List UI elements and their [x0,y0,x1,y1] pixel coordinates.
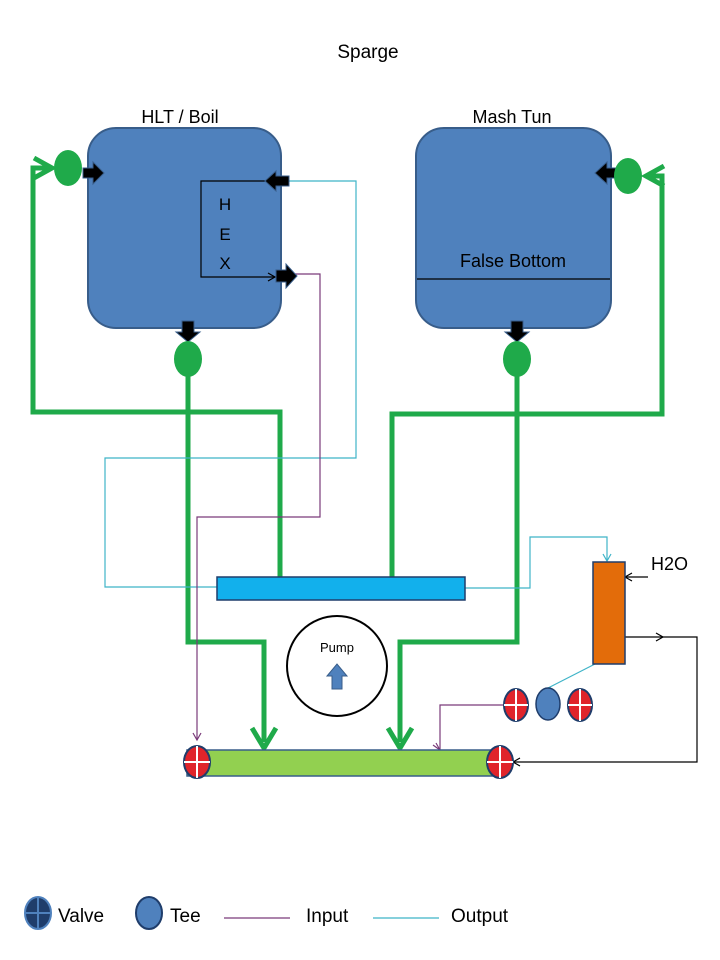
assembly-right-valve[interactable] [567,688,593,722]
heater-out-arrowhead [655,632,665,642]
assembly-left-valve[interactable] [503,688,529,722]
sparge-output-line [465,536,608,589]
hex-input-line [196,273,321,740]
hex-letter-e: E [219,225,230,244]
manifold-left-valve[interactable] [183,745,211,779]
mash-outlet-pipe [397,375,520,742]
legend-input-label: Input [306,906,349,927]
hex-letter-x: X [219,254,230,273]
mash-flow-arrowhead [385,726,415,753]
heater-to-manifold-line [512,636,698,763]
legend-tee-label: Tee [170,906,201,927]
pump-label: Pump [320,640,354,655]
heater-output-line [547,663,596,689]
hex-output-line [104,180,357,588]
sparge-arm [216,576,466,601]
manifold-right-valve[interactable] [486,745,514,779]
mash-bottom-outlet-fitting [503,320,531,343]
hlt-side-inlet-fitting [82,160,105,186]
hlt-bottom-outlet-fitting [174,320,202,343]
hex-return-fitting [264,169,290,193]
green-pipe-network [30,165,665,742]
hlt-flow-arrowhead [249,726,279,753]
output-lines [104,180,608,689]
hlt-bottom-tee[interactable] [174,341,202,377]
water-lines [512,576,698,763]
assembly-tee[interactable] [535,687,561,721]
hex-coil-arrowhead [267,272,277,282]
false-bottom-label: False Bottom [460,251,566,271]
legend-valve-label: Valve [58,906,104,927]
legend-tee-icon [135,896,163,930]
hex-outlet-fitting [275,262,298,290]
hlt-return-pipe [30,165,283,577]
pump-direction-arrow-icon [325,663,349,690]
mash-tun-vessel [415,127,612,329]
water-heater [592,561,626,665]
diagram-title: Sparge [337,42,398,63]
hlt-outlet-pipe [185,375,267,742]
hlt-side-tee[interactable] [54,150,82,186]
input-lines [196,273,505,750]
legend-valve-icon [24,896,52,930]
hlt-vessel [87,127,282,329]
mash-tun-label: Mash Tun [472,107,551,127]
legend-output-label: Output [451,906,509,927]
mixing-manifold [186,749,504,777]
h2o-label: H2O [651,554,688,574]
hex-input-arrowhead [192,732,202,742]
hlt-inlet-arrowhead [32,155,58,181]
valve-input-arrowhead [432,742,441,751]
hlt-label: HLT / Boil [141,107,218,127]
mash-return-pipe [389,173,665,577]
valve-input-line [439,704,505,750]
hex-letter-h: H [219,195,231,214]
legend: Valve Tee Input Output [24,896,509,930]
sparge-output-arrowhead [602,553,612,563]
mash-inlet-arrowhead [640,163,666,189]
hex-coil [200,180,275,278]
mash-side-tee[interactable] [614,158,642,194]
mash-bottom-tee[interactable] [503,341,531,377]
